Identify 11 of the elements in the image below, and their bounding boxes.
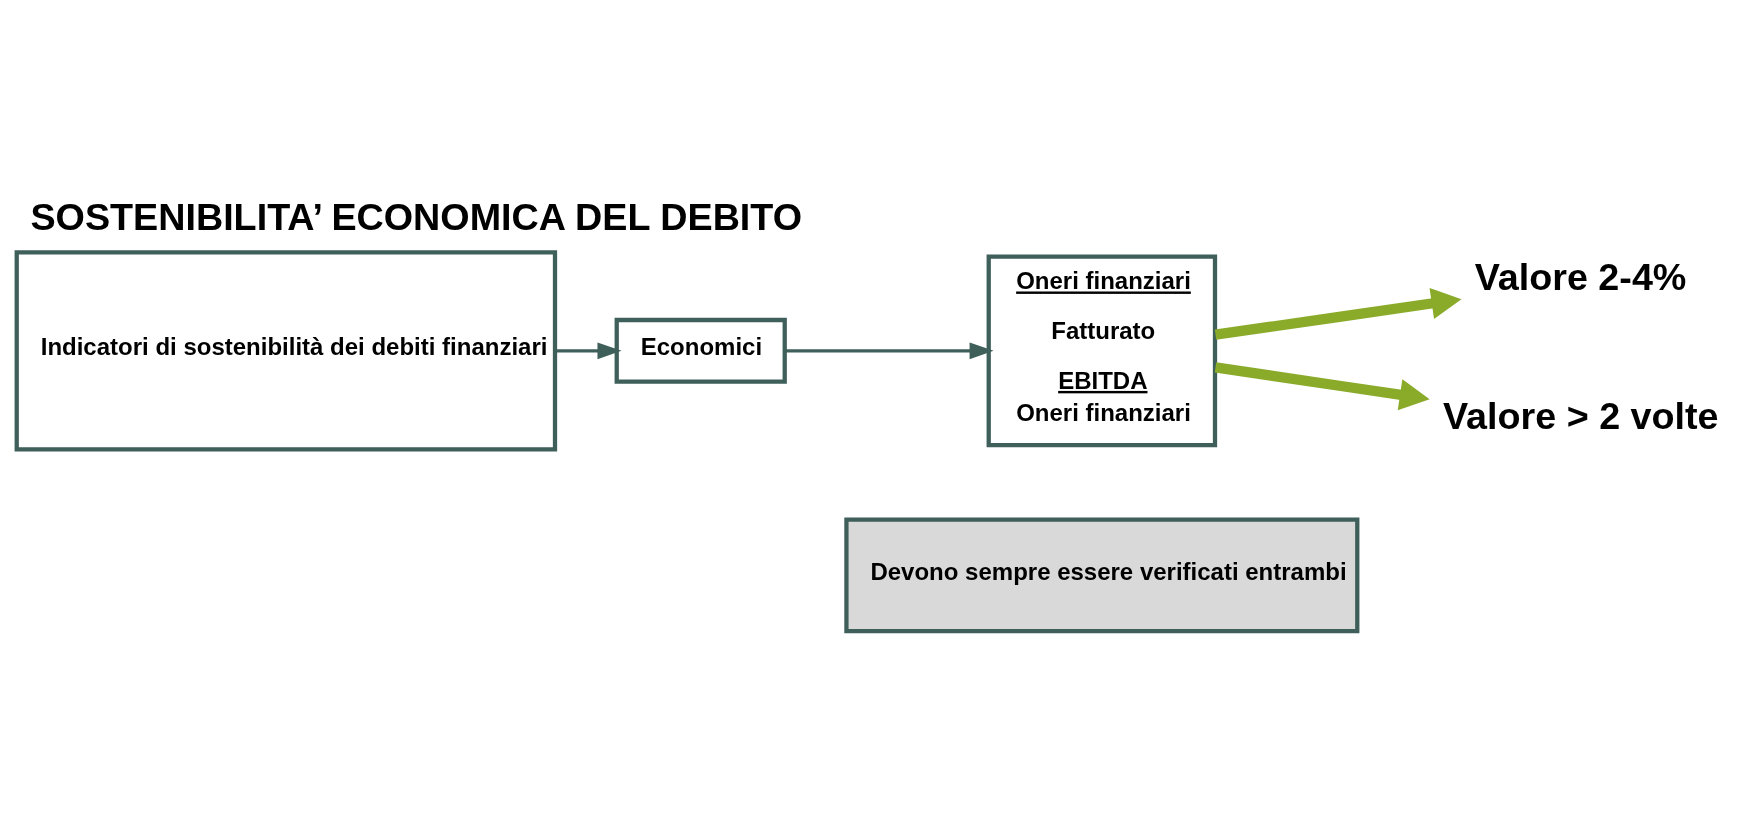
node-box: Indicatori di sostenibilità dei debiti finanziari	[14, 249, 558, 452]
arrow	[784, 341, 994, 359]
arrow	[555, 341, 622, 359]
arrow	[1214, 361, 1430, 410]
node-box: Economici	[614, 317, 787, 384]
node-text: Valore 2-4%	[1474, 255, 1687, 298]
diagram-title: SOSTENIBILITA’ ECONOMICA DEL DEBITO	[30, 195, 803, 238]
arrow	[1214, 287, 1462, 340]
node-box: Devono sempre essere verificati entrambi	[844, 517, 1360, 633]
node-box: Oneri finanziari Fatturato EBITDA Oneri finanziari	[986, 253, 1218, 447]
node-text: Valore > 2 volte	[1443, 394, 1719, 437]
